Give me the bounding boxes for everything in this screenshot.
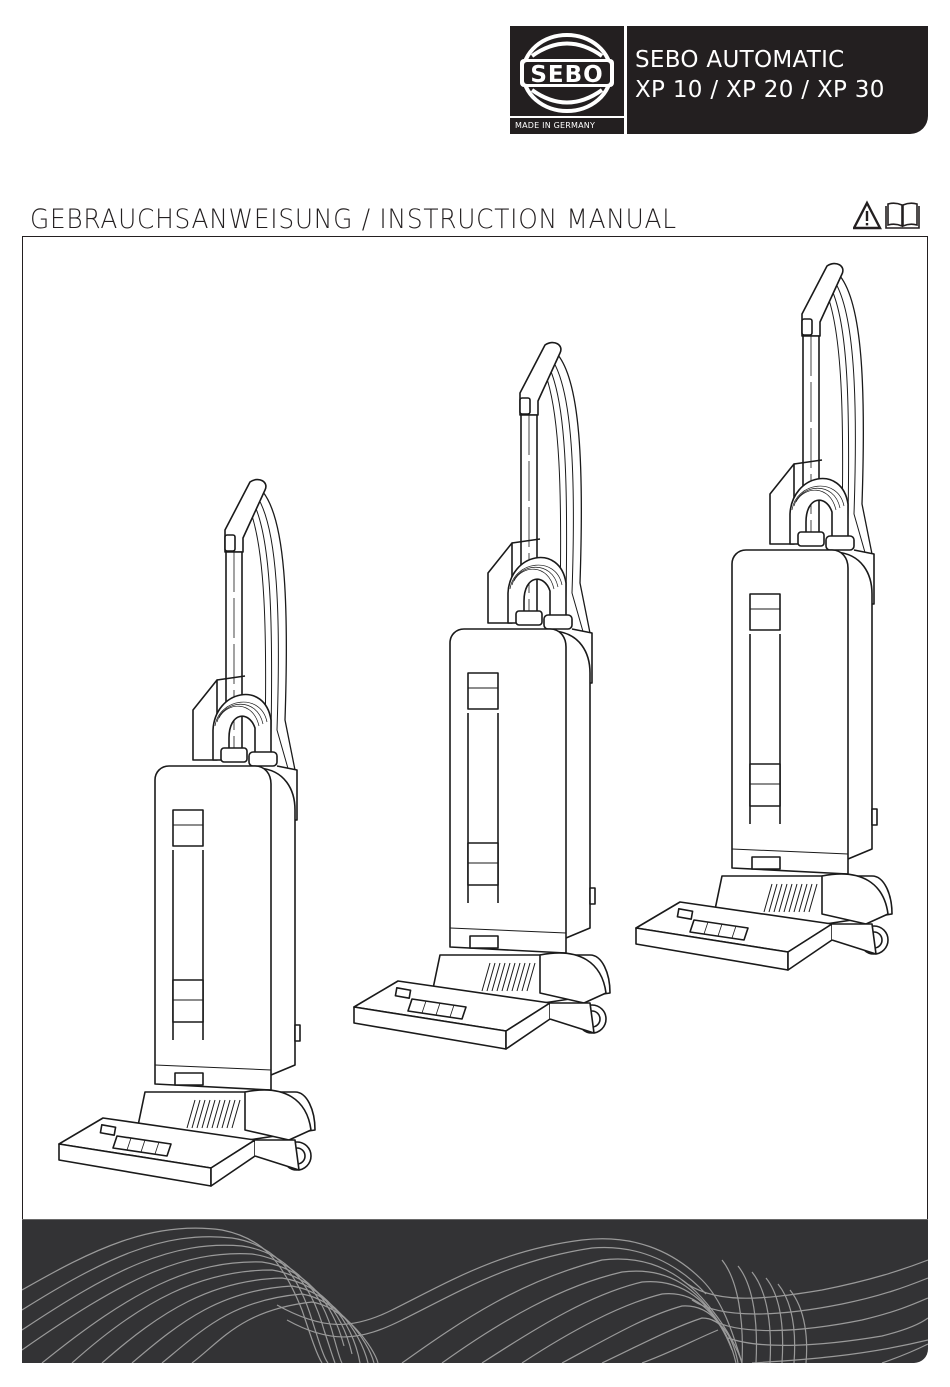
brand-logo-block: SEBO MADE IN GERMANY	[510, 26, 624, 134]
header-badge: SEBO MADE IN GERMANY SEBO AUTOMATIC XP 1…	[510, 26, 928, 134]
vacuum-illustration	[58, 262, 893, 1187]
open-book-icon	[885, 202, 920, 229]
product-line-1: SEBO AUTOMATIC	[635, 47, 845, 73]
manual-title: GEBRAUCHSANWEISUNG / INSTRUCTION MANUAL	[30, 204, 677, 235]
vacuum-xp10	[58, 478, 316, 1187]
title-row: GEBRAUCHSANWEISUNG / INSTRUCTION MANUAL	[30, 200, 925, 238]
product-name-block: SEBO AUTOMATIC XP 10 / XP 20 / XP 30	[627, 26, 928, 134]
vacuum-xp30	[635, 262, 893, 971]
warning-triangle-icon	[853, 200, 882, 230]
made-in-germany-label: MADE IN GERMANY	[510, 116, 624, 134]
svg-text:SEBO: SEBO	[530, 62, 603, 88]
illustration-frame	[22, 236, 928, 1219]
sebo-globe-logo-icon: SEBO	[520, 33, 614, 113]
badge-separator	[624, 26, 627, 134]
footer-band	[22, 1219, 928, 1363]
vacuum-xp20	[353, 341, 611, 1050]
read-manual-warning-icons	[853, 200, 920, 230]
product-line-2: XP 10 / XP 20 / XP 30	[635, 77, 885, 103]
wave-lines-pattern	[22, 1227, 928, 1363]
